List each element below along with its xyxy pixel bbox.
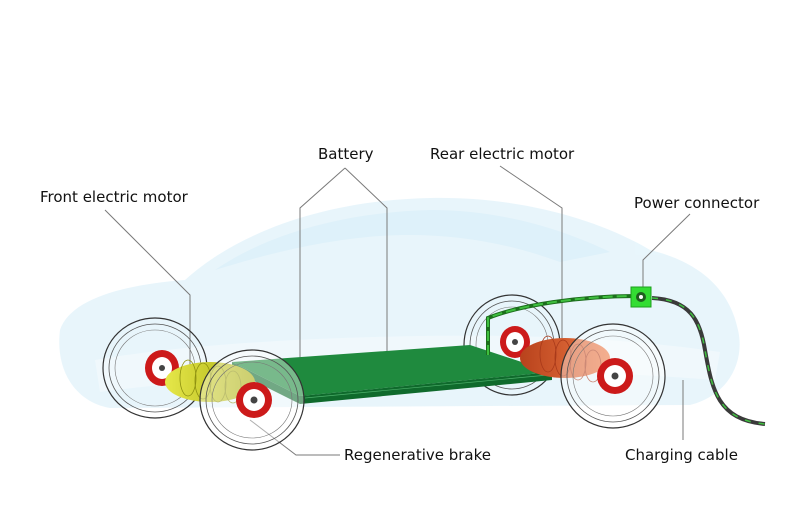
power-connector-leader bbox=[642, 213, 691, 288]
charging-cable bbox=[486, 294, 766, 426]
charging-cable-label: Charging cable bbox=[625, 446, 738, 464]
rear-electric-motor-label: Rear electric motor bbox=[430, 145, 575, 163]
battery-pack bbox=[232, 345, 552, 404]
rear-motor-leader bbox=[499, 165, 563, 343]
battery-leader-right bbox=[344, 167, 388, 355]
front-electric-motor-label: Front electric motor bbox=[40, 188, 188, 206]
front-motor-leader bbox=[104, 209, 191, 380]
battery-leader-left bbox=[299, 167, 346, 358]
rear-electric-motor bbox=[520, 335, 610, 383]
battery-label: Battery bbox=[318, 145, 374, 163]
power-connector-label: Power connector bbox=[634, 194, 760, 212]
front-right-wheel bbox=[199, 349, 305, 451]
leader-lines bbox=[104, 165, 691, 456]
regen-brake-leader bbox=[249, 419, 340, 456]
rear-right-wheel bbox=[560, 323, 666, 429]
power-connector bbox=[630, 286, 652, 308]
regenerative-brake-label: Regenerative brake bbox=[344, 446, 492, 464]
